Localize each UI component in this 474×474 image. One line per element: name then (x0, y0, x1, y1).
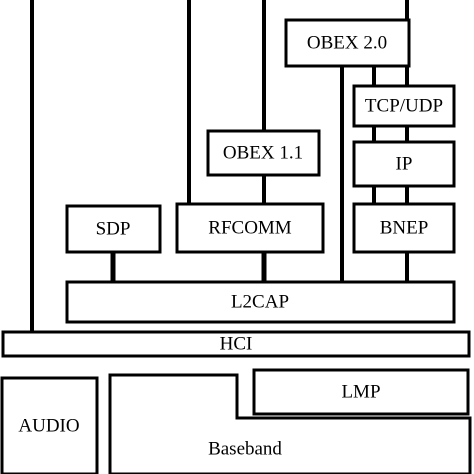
lmp-label: LMP (341, 381, 380, 402)
hci-box (1, 330, 471, 358)
ip-box (352, 140, 456, 188)
hci-label: HCI (220, 333, 253, 354)
ip-label: IP (396, 153, 413, 174)
sdp-box (65, 204, 162, 254)
obex20-label: OBEX 2.0 (307, 32, 387, 53)
obex11-box (206, 129, 321, 177)
audio-label: AUDIO (18, 415, 79, 436)
obex20-box (284, 18, 411, 68)
baseband-label: Baseband (208, 438, 282, 459)
l2cap-box (65, 280, 456, 324)
tcpudp-label: TCP/UDP (365, 95, 443, 116)
obex11-label: OBEX 1.1 (223, 142, 303, 163)
lmp-box (252, 368, 470, 416)
bnep-box (352, 202, 456, 254)
l2cap-label: L2CAP (231, 291, 289, 312)
sdp-label: SDP (96, 218, 131, 239)
baseband-box (108, 373, 472, 474)
audio-box (0, 376, 99, 474)
tcpudp-box (352, 84, 456, 128)
rfcomm-label: RFCOMM (208, 217, 292, 238)
bnep-label: BNEP (380, 217, 429, 238)
rfcomm-box (175, 202, 325, 254)
